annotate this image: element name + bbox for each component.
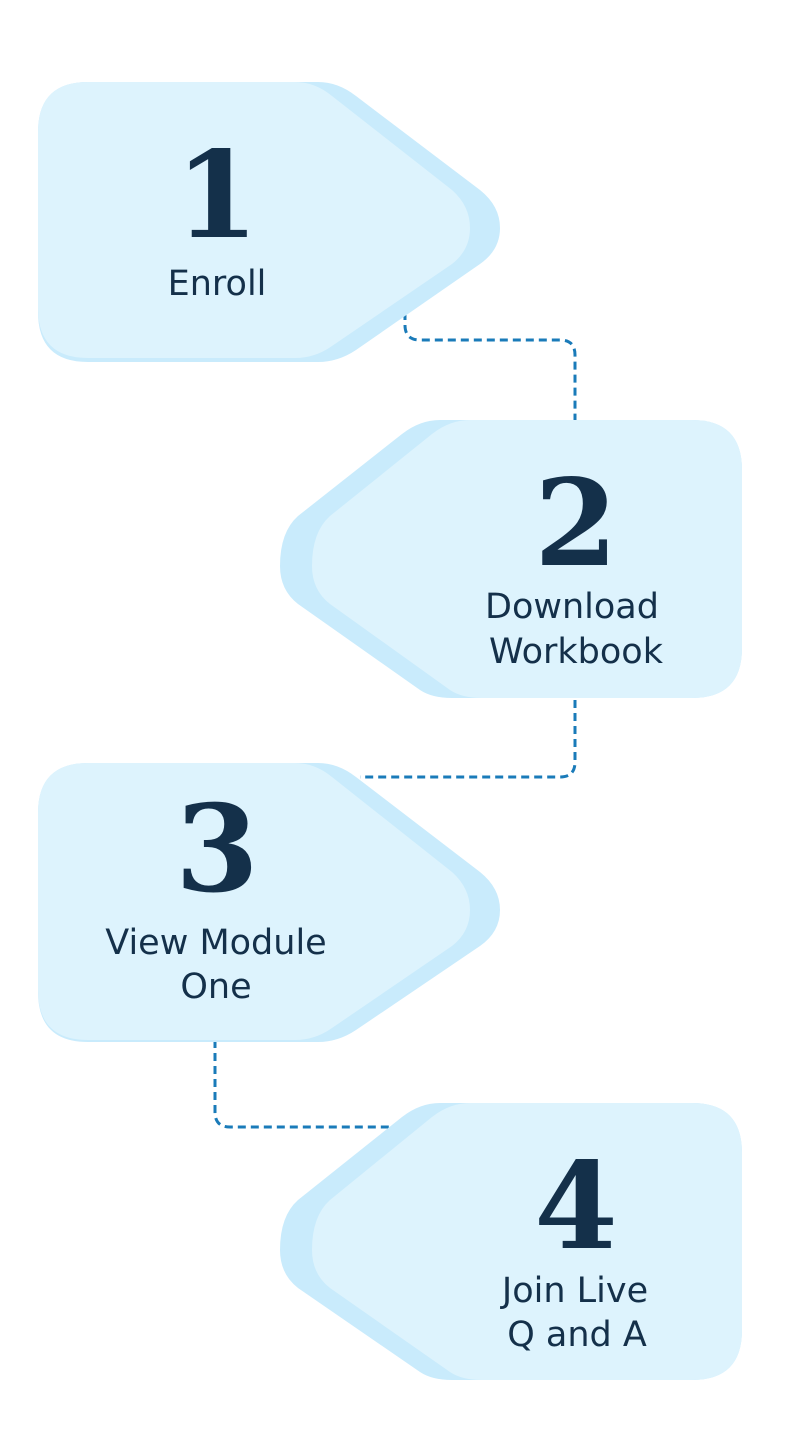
step-2-label-line-2: Workbook: [489, 632, 664, 672]
step-3-label-line-2: One: [180, 967, 251, 1007]
connector-3-4: [213, 1040, 405, 1129]
step-3-label-line-1: View Module: [105, 923, 326, 963]
step-4-card: [312, 1103, 742, 1380]
step-2-number: 2: [534, 453, 618, 594]
step-3-card: [38, 763, 470, 1040]
step-1-label-line-1: Enroll: [168, 264, 267, 304]
connector-1-2: [403, 312, 577, 420]
step-4-number: 4: [534, 1136, 618, 1277]
step-1: 1 Enroll: [38, 82, 500, 362]
step-4-label-line-1: Join Live: [500, 1271, 648, 1311]
step-2-label-line-1: Download: [485, 587, 659, 627]
step-2-card: [312, 420, 742, 698]
connectors: [213, 312, 577, 1129]
step-3: 3 View Module One: [38, 763, 500, 1042]
step-4: 4 Join Live Q and A: [280, 1103, 742, 1380]
connector-2-3: [360, 700, 577, 779]
step-2: 2 Download Workbook: [280, 420, 742, 698]
step-1-number: 1: [175, 125, 259, 266]
step-4-label-line-2: Q and A: [507, 1315, 647, 1355]
step-3-number: 3: [175, 779, 259, 920]
step-1-card: [38, 82, 470, 358]
